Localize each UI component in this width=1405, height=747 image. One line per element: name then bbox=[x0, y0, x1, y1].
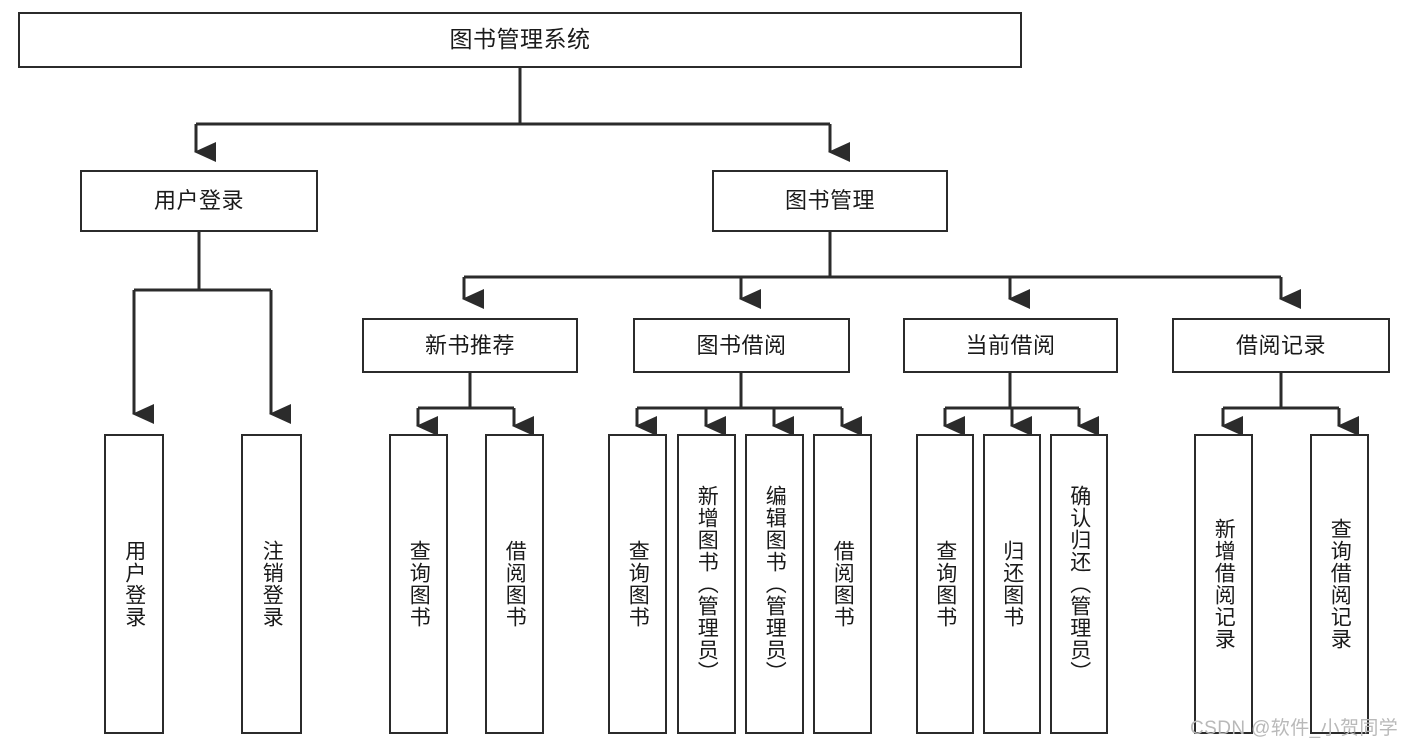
node-label: 借阅图书 bbox=[831, 540, 855, 628]
node-label: 借阅记录 bbox=[1235, 332, 1326, 358]
node-book-manage[interactable]: 图书管理 bbox=[712, 170, 948, 232]
node-label: 图书借阅 bbox=[696, 332, 787, 358]
node-leaf-borrow-book-rec[interactable]: 借阅图书 bbox=[485, 434, 544, 734]
node-leaf-user-login[interactable]: 用户登录 bbox=[104, 434, 164, 734]
node-label: 新增借阅记录 bbox=[1212, 518, 1236, 650]
node-leaf-borrow-book[interactable]: 借阅图书 bbox=[813, 434, 872, 734]
node-leaf-logout[interactable]: 注销登录 bbox=[241, 434, 302, 734]
node-current-borrow[interactable]: 当前借阅 bbox=[903, 318, 1118, 373]
node-leaf-query-book-rec[interactable]: 查询图书 bbox=[389, 434, 448, 734]
node-borrow-record[interactable]: 借阅记录 bbox=[1172, 318, 1390, 373]
node-label: 新书推荐 bbox=[424, 332, 515, 358]
node-label: 图书管理 bbox=[784, 188, 875, 214]
watermark-text: CSDN @软件_小贺同学 bbox=[1190, 718, 1399, 739]
node-root-system[interactable]: 图书管理系统 bbox=[18, 12, 1022, 68]
node-label: 查询图书 bbox=[933, 540, 957, 628]
node-leaf-query-record[interactable]: 查询借阅记录 bbox=[1310, 434, 1369, 734]
node-label: 图书管理系统 bbox=[449, 26, 591, 53]
node-leaf-query-book-borrow[interactable]: 查询图书 bbox=[608, 434, 667, 734]
node-book-borrow[interactable]: 图书借阅 bbox=[633, 318, 850, 373]
node-leaf-confirm-return[interactable]: 确认归还（管理员） bbox=[1050, 434, 1108, 734]
node-leaf-query-book-current[interactable]: 查询图书 bbox=[916, 434, 974, 734]
node-label: 借阅图书 bbox=[503, 540, 527, 628]
node-label: 用户登录 bbox=[122, 540, 146, 628]
node-leaf-add-book[interactable]: 新增图书（管理员） bbox=[677, 434, 736, 734]
node-label: 当前借阅 bbox=[965, 332, 1056, 358]
node-label: 查询图书 bbox=[626, 540, 650, 628]
node-label: 查询借阅记录 bbox=[1328, 518, 1352, 650]
node-leaf-add-record[interactable]: 新增借阅记录 bbox=[1194, 434, 1253, 734]
node-label: 归还图书 bbox=[1000, 540, 1024, 628]
node-label: 查询图书 bbox=[407, 540, 431, 628]
node-label: 用户登录 bbox=[153, 188, 244, 214]
node-label: 注销登录 bbox=[260, 540, 284, 628]
node-new-book-rec[interactable]: 新书推荐 bbox=[362, 318, 578, 373]
node-label: 编辑图书（管理员） bbox=[763, 485, 787, 683]
node-user-login[interactable]: 用户登录 bbox=[80, 170, 318, 232]
node-leaf-edit-book[interactable]: 编辑图书（管理员） bbox=[745, 434, 804, 734]
node-label: 新增图书（管理员） bbox=[695, 485, 719, 683]
node-leaf-return-book[interactable]: 归还图书 bbox=[983, 434, 1041, 734]
node-label: 确认归还（管理员） bbox=[1067, 485, 1091, 683]
